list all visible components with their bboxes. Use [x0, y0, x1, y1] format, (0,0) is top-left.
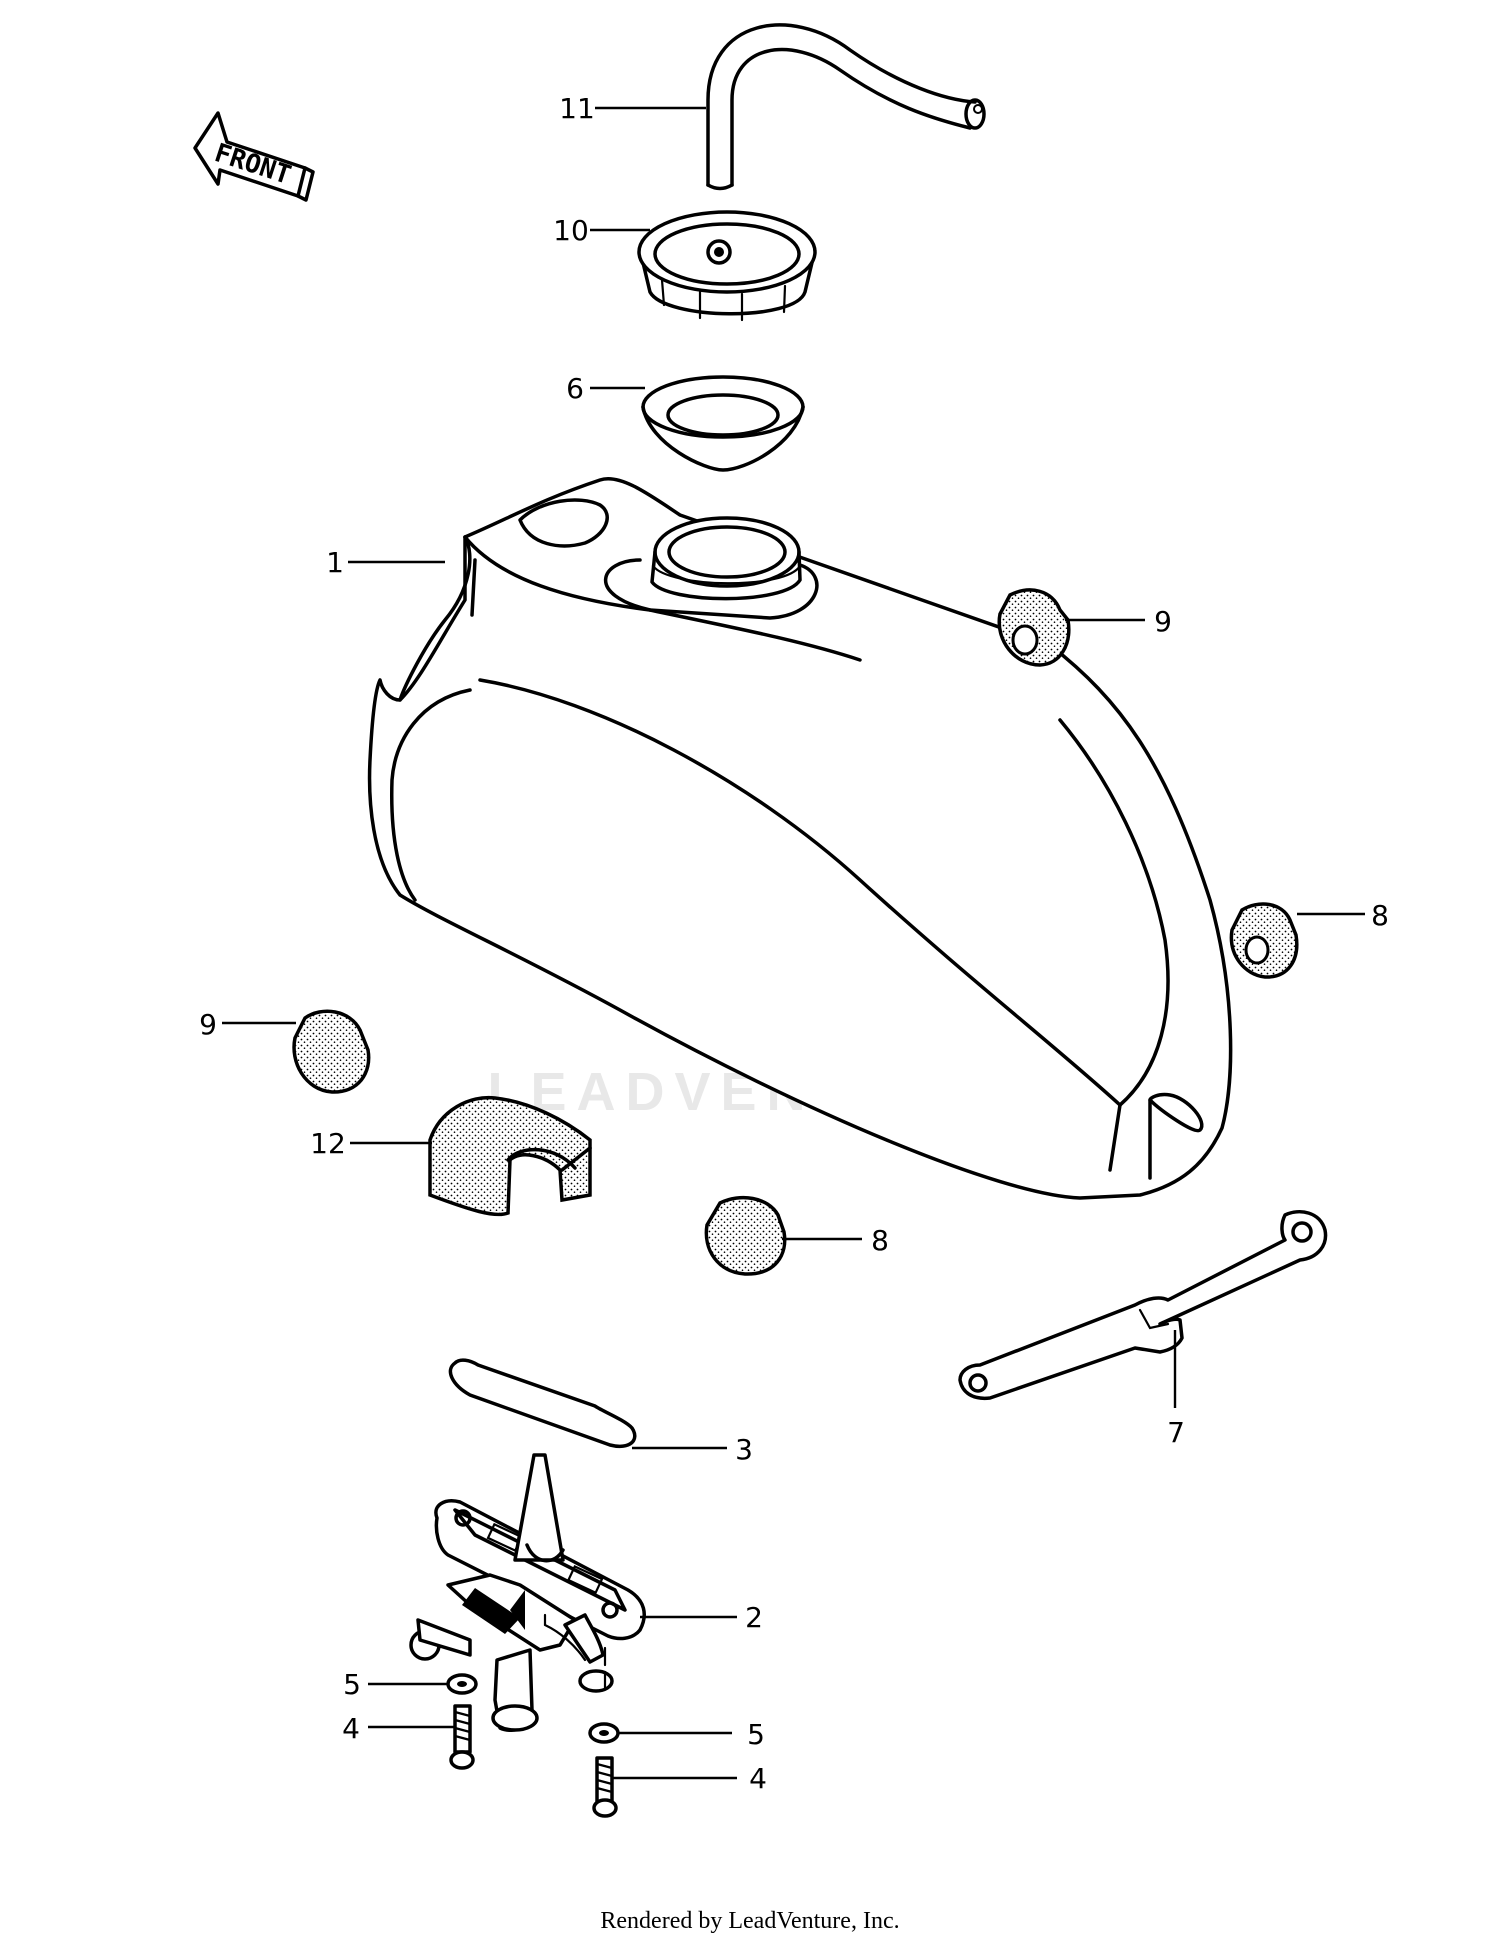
callout-4-right: 4: [749, 1762, 767, 1795]
callout-9-lower: 9: [199, 1008, 217, 1041]
screw-4-right: [592, 1756, 618, 1818]
cap-gasket: [641, 375, 805, 472]
callout-10: 10: [553, 214, 589, 247]
callout-12: 12: [310, 1127, 346, 1160]
tank-pad: [428, 1095, 592, 1217]
damper-8-upper: [1229, 902, 1299, 979]
callout-4-left: 4: [342, 1712, 360, 1745]
fuel-petcock: [409, 1453, 646, 1732]
damper-9-lower: [292, 1009, 371, 1094]
front-label: FRONT: [211, 138, 295, 191]
callout-3: 3: [735, 1433, 753, 1466]
callout-5-left: 5: [343, 1668, 361, 1701]
breather-hose: [706, 23, 986, 191]
damper-9-upper: [997, 588, 1071, 667]
callout-8-upper: 8: [1371, 899, 1389, 932]
front-direction-arrow: FRONT: [193, 111, 315, 202]
washer-5-right: [588, 1722, 620, 1744]
callout-8-lower: 8: [871, 1224, 889, 1257]
callout-5-right: 5: [747, 1718, 765, 1751]
leader-lines: [222, 106, 1365, 1780]
callout-2: 2: [745, 1601, 763, 1634]
damper-8-lower: [704, 1195, 787, 1276]
mounting-strap: [958, 1210, 1328, 1401]
petcock-gasket: [448, 1358, 637, 1448]
callout-11: 11: [559, 92, 595, 125]
callout-7: 7: [1167, 1416, 1185, 1449]
screw-4-left: [449, 1704, 475, 1770]
callout-numbers: 11 10 6 1 9 8 9 12 8 7 3 2 5 4 5 4: [199, 92, 1389, 1795]
callout-1: 1: [326, 546, 344, 579]
render-credit: Rendered by LeadVenture, Inc.: [600, 1908, 900, 1934]
callout-9-upper: 9: [1154, 605, 1172, 638]
callout-6: 6: [566, 372, 584, 405]
fuel-cap: [637, 210, 817, 322]
washer-5-left: [446, 1673, 478, 1695]
